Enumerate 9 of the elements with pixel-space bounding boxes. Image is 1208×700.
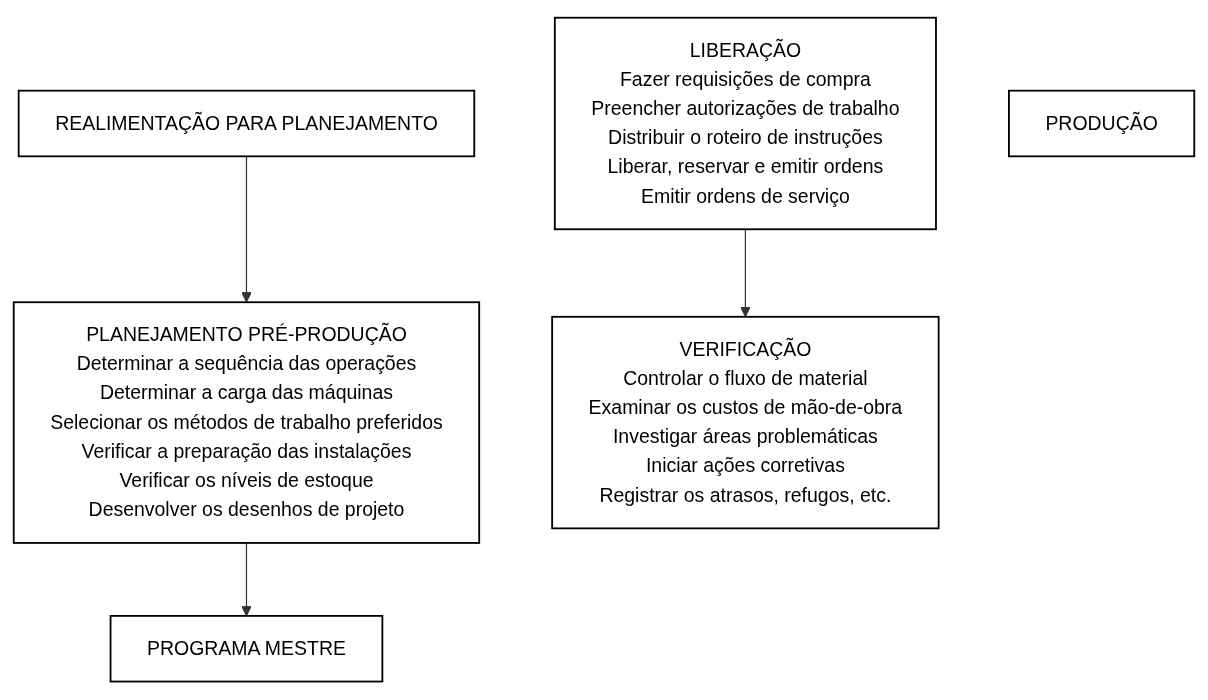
node-box: LIBERAÇÃO Fazer requisições de compra Preencher autorizações de trabalho Distribuir o roteiro de instruções Liberar, reservar e emitir ordens Emitir ordens de serviço	[553, 17, 937, 231]
node-box: PROGRAMA MESTRE	[109, 615, 384, 683]
node-box: PRODUÇÃO	[1008, 90, 1196, 158]
node-box: VERIFICAÇÃO Controlar o fluxo de material Examinar os custos de mão-de-obra Investigar áreas problemáticas Iniciar ações corretivas Registrar os atrasos, refugos, etc.	[551, 316, 940, 530]
node-box: REALIMENTAÇÃO PARA PLANEJAMENTO	[17, 90, 476, 158]
arrow	[241, 542, 252, 617]
arrow	[241, 156, 252, 304]
arrow	[740, 229, 751, 318]
node-box: PLANEJAMENTO PRÉ-PRODUÇÃO Determinar a sequência das operações Determinar a carga das máquinas Selecionar os métodos de trabalho preferidos Verificar a preparação das instalações Verificar os níveis de estoque Desenvolver os desenhos de projeto	[12, 301, 481, 545]
